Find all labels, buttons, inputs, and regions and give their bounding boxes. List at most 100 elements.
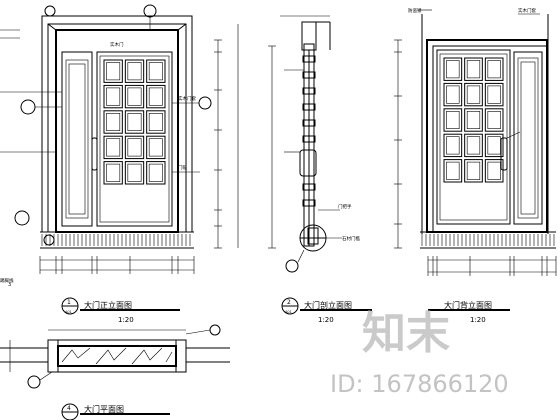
front-door-vertical-dimensions (214, 39, 222, 249)
view-title-2: 2 A01 大门剖立面图 1:20 (281, 297, 372, 324)
door-panel-inset (487, 111, 501, 130)
callout-bubble (43, 234, 55, 246)
door-panel-inset (106, 62, 121, 81)
door-panel-inset (127, 62, 142, 81)
door-panel (103, 84, 123, 109)
section-rail (302, 103, 316, 111)
view-3-scale: 1:20 (470, 316, 486, 324)
section-rail (302, 119, 316, 127)
door-panel (146, 135, 166, 160)
door-panel-inset (106, 87, 121, 106)
door-panel-inset (466, 60, 481, 79)
door-panel (103, 161, 123, 185)
callout-bubble (209, 324, 221, 336)
back-door-panel-grid (443, 57, 504, 183)
door-panel (443, 108, 463, 132)
door-panel-inset (446, 85, 460, 104)
door-panel (464, 133, 483, 158)
door-panel-inset (148, 62, 163, 81)
door-panel-inset (466, 161, 481, 180)
door-panel (124, 161, 145, 185)
back-elevation-door (394, 9, 557, 276)
door-panel (103, 59, 123, 83)
door-panel (464, 108, 483, 132)
front-door-dimension-ticks (39, 256, 195, 274)
front-elevation-door: 3 (0, 4, 239, 288)
door-panel (443, 57, 463, 81)
door-panel (484, 133, 504, 158)
note-material-4: 门把手 (338, 203, 352, 210)
front-door-panel-grid (103, 59, 166, 185)
door-panel (146, 59, 166, 83)
door-panel-inset (148, 138, 163, 157)
door-panel-inset (127, 163, 142, 182)
door-panel-inset (487, 136, 501, 155)
door-panel-inset (127, 87, 142, 106)
svg-text:3: 3 (8, 282, 11, 288)
note-material-1: 实木门 (110, 41, 124, 48)
door-panel (443, 133, 463, 158)
door-panel (146, 84, 166, 109)
note-material-5: 防盗锁 (408, 7, 422, 14)
section-rail (302, 71, 316, 79)
door-panel (103, 135, 123, 160)
door-panel-inset (127, 113, 142, 132)
callout-bubble (143, 4, 157, 18)
view-title-4: 4 大门平面图 (61, 403, 170, 420)
note-material-2: 实木门套 (178, 95, 196, 102)
section-rail (302, 183, 316, 191)
watermark-brand: 知末 (362, 308, 450, 359)
callout-bubble (14, 210, 30, 226)
view-3-title: 大门背立面图 (444, 300, 492, 310)
door-panel-inset (446, 161, 460, 180)
door-panel (484, 108, 504, 132)
door-panel (464, 159, 483, 183)
door-plan-view (0, 324, 230, 389)
door-panel (443, 159, 463, 183)
door-panel-inset (487, 85, 501, 104)
callout-bubble (20, 99, 36, 115)
watermark-id: ID: 167866120 (330, 370, 509, 398)
door-panel-inset (446, 136, 460, 155)
door-panel-inset (106, 138, 121, 157)
door-panel (484, 82, 504, 107)
view-1-title: 大门正立面图 (84, 300, 132, 310)
front-door-threshold-hatch (41, 234, 191, 246)
door-panel (443, 82, 463, 107)
svg-text:2: 2 (287, 299, 291, 306)
svg-text:4: 4 (67, 405, 71, 412)
back-door-vertical-dimensions (394, 39, 402, 249)
door-panel-inset (127, 138, 142, 157)
door-panel (464, 82, 483, 107)
note-material-2b: 实木门套 (518, 7, 536, 14)
door-panel (103, 110, 123, 134)
callout-bubble (27, 375, 41, 389)
note-material-6: 踢脚线 (0, 277, 14, 284)
door-panel (124, 135, 145, 160)
door-panel-inset (446, 60, 460, 79)
door-panel (464, 57, 483, 81)
door-panel-inset (148, 87, 163, 106)
callout-bubble (44, 5, 56, 17)
note-section: 石材门槛 (342, 235, 360, 242)
section-rails (302, 55, 316, 207)
section-rail (302, 55, 316, 63)
door-panel (146, 110, 166, 134)
view-1-scale: 1:20 (118, 316, 134, 324)
door-panel (124, 59, 145, 83)
door-panel (124, 84, 145, 109)
door-panel-inset (466, 111, 481, 130)
door-panel (484, 57, 504, 81)
view-4-title: 大门平面图 (84, 404, 124, 414)
view-title-3: 大门背立面图 1:20 (428, 300, 510, 324)
back-door-dimension-ticks (427, 256, 557, 276)
section-rail (302, 87, 316, 95)
view-2-title: 大门剖立面图 (304, 300, 352, 310)
svg-text:1: 1 (67, 299, 71, 306)
door-panel-inset (487, 60, 501, 79)
back-door-threshold-hatch (421, 234, 555, 246)
view-2-scale: 1:20 (318, 316, 334, 324)
door-panel-inset (148, 113, 163, 132)
callout-bubble (285, 259, 299, 273)
